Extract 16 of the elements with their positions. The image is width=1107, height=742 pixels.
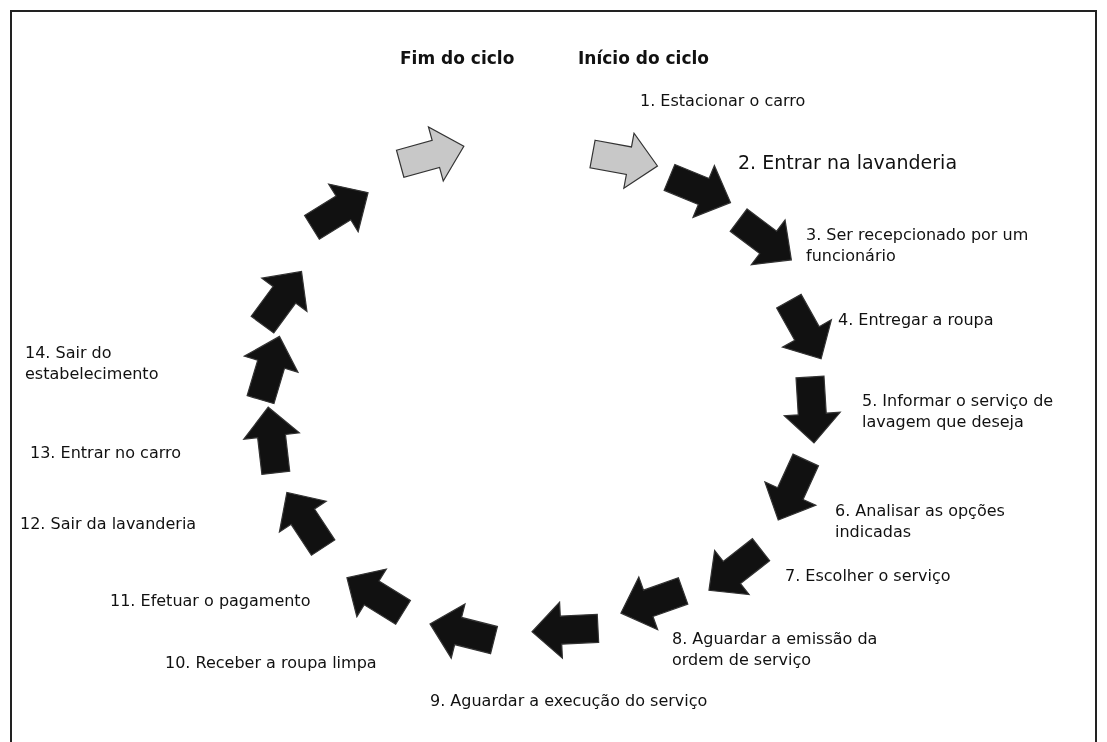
step-label: 3. Ser recepcionado por um funcionário	[806, 224, 1030, 266]
step-label: 2. Entrar na lavanderia	[738, 152, 959, 173]
step-label: 5. Informar o serviço de lavagem que deseja	[862, 390, 1055, 432]
step-label: 4. Entregar a roupa	[838, 309, 995, 330]
step-label: 13. Entrar no carro	[30, 442, 183, 463]
step-label: 1. Estacionar o carro	[640, 90, 807, 111]
step-label: 6. Analisar as opções indicadas	[835, 500, 1006, 542]
heading: Fim do ciclo	[400, 48, 516, 69]
step-label: 14. Sair do estabelecimento	[25, 342, 160, 384]
step-label: 10. Receber a roupa limpa	[165, 652, 378, 673]
heading: Início do ciclo	[578, 48, 710, 69]
step-label: 9. Aguardar a execução do serviço	[430, 690, 709, 711]
step-label: 7. Escolher o serviço	[785, 565, 952, 586]
step-label: 8. Aguardar a emissão da ordem de serviço	[672, 628, 879, 670]
step-label: 11. Efetuar o pagamento	[110, 590, 312, 611]
step-label: 12. Sair da lavanderia	[20, 513, 198, 534]
